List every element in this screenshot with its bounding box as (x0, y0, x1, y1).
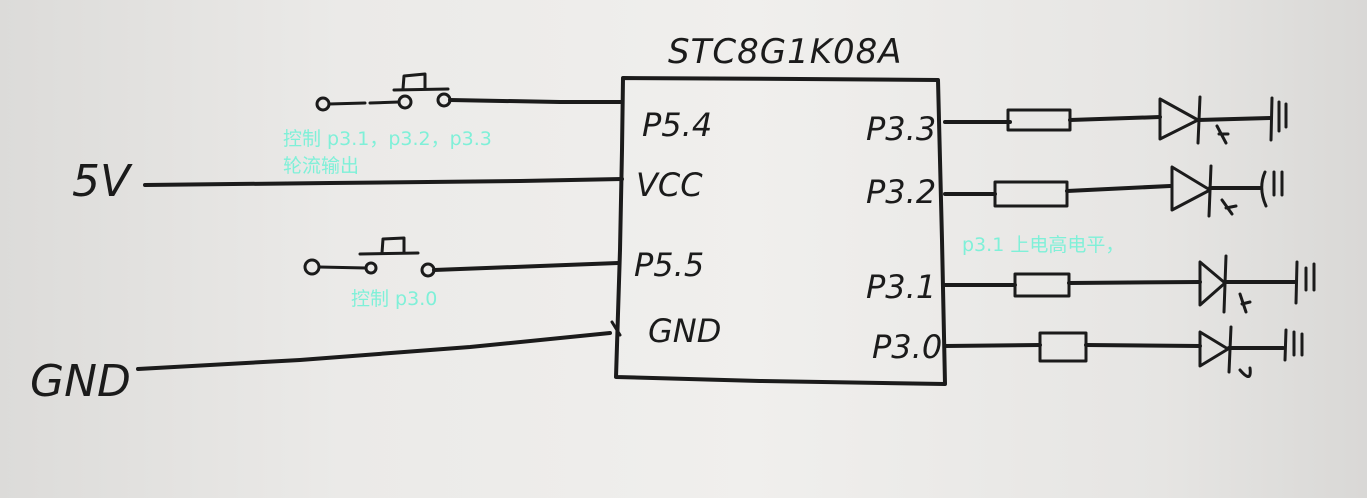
pin-label-p31: P3.1 (866, 268, 936, 306)
output-branch-p31 (941, 254, 1316, 314)
chip-body (614, 76, 947, 386)
pin-label-p30: P3.0 (872, 328, 942, 366)
supply-rail-label: 5V (72, 156, 133, 207)
pin-label-vcc: VCC (636, 166, 703, 204)
pin-label-p32: P3.2 (866, 173, 936, 211)
ground-rail-label: GND (30, 356, 131, 407)
pin-label-gnd: GND (648, 312, 721, 350)
annotation-outputs: p3.1 上电高电平， (962, 234, 1125, 256)
wire-vcc (143, 177, 624, 187)
output-branch-p32 (943, 164, 1284, 218)
annotation-button1-line2: 轮流输出 (283, 155, 360, 177)
wire-gnd (136, 331, 612, 371)
output-branch-p30 (943, 325, 1304, 378)
annotation-button2: 控制 p3.0 (351, 288, 438, 310)
wire-p54 (448, 98, 624, 104)
pin-label-p55: P5.5 (634, 246, 704, 284)
pin-label-p54: P5.4 (642, 106, 712, 144)
pin-label-p33: P3.3 (866, 110, 936, 148)
annotation-button1-line1: 控制 p3.1，p3.2，p3.3 (283, 128, 492, 150)
push-button-1 (315, 72, 452, 112)
wire-gnd-stub (610, 320, 622, 337)
output-branch-p33 (943, 95, 1288, 145)
chip-name: STC8G1K08A (668, 32, 903, 72)
push-button-2 (303, 236, 436, 278)
wire-p55 (432, 261, 620, 272)
